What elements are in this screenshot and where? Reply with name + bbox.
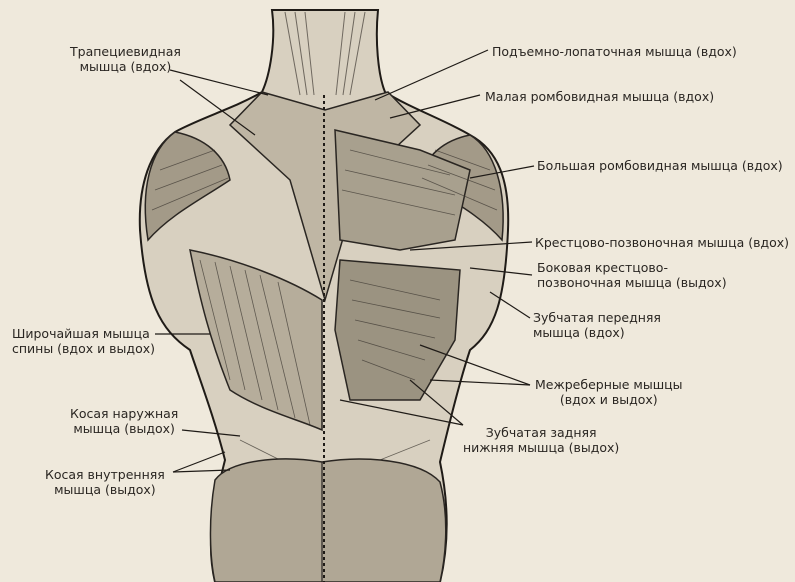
label-external-oblique: Косая наружная мышца (выдох) — [70, 406, 178, 436]
label-serratus-anterior: Зубчатая передняя мышца (вдох) — [533, 310, 661, 340]
label-lateral-erector: Боковая крестцово- позвоночная мышца (вы… — [537, 260, 727, 290]
label-internal-oblique-line1: Косая внутренняя — [45, 467, 165, 482]
label-trapezius-line1: Трапециевидная — [70, 44, 181, 59]
label-erector-spinae: Крестцово-позвоночная мышца (вдох) — [535, 235, 789, 250]
label-lateral-erector-line2: позвоночная мышца (выдох) — [537, 275, 727, 290]
label-latissimus-line2: спины (вдох и выдох) — [12, 341, 155, 356]
label-internal-oblique: Косая внутренняя мышца (выдох) — [45, 467, 165, 497]
label-serratus-anterior-line1: Зубчатая передняя — [533, 310, 661, 325]
label-rhomboid-minor: Малая ромбовидная мышца (вдох) — [485, 89, 714, 104]
gluteal-shape — [210, 459, 445, 582]
label-intercostal: Межреберные мышцы (вдох и выдох) — [535, 377, 683, 407]
label-latissimus: Широчайшая мышца спины (вдох и выдох) — [12, 326, 155, 356]
label-levator-scapulae: Подъемно-лопаточная мышца (вдох) — [492, 44, 737, 59]
label-external-oblique-line2: мышца (выдох) — [70, 421, 178, 436]
label-rhomboid-major: Большая ромбовидная мышца (вдох) — [537, 158, 783, 173]
label-intercostal-line1: Межреберные мышцы — [535, 377, 683, 392]
label-serratus-posterior-line1: Зубчатая задняя — [463, 425, 619, 440]
label-latissimus-line1: Широчайшая мышца — [12, 326, 155, 341]
label-trapezius-line2: мышца (вдох) — [70, 59, 181, 74]
label-intercostal-line2: (вдох и выдох) — [535, 392, 683, 407]
label-serratus-anterior-line2: мышца (вдох) — [533, 325, 661, 340]
label-serratus-posterior: Зубчатая задняя нижняя мышца (выдох) — [463, 425, 619, 455]
label-internal-oblique-line2: мышца (выдох) — [45, 482, 165, 497]
label-external-oblique-line1: Косая наружная — [70, 406, 178, 421]
label-trapezius: Трапециевидная мышца (вдох) — [70, 44, 181, 74]
label-lateral-erector-line1: Боковая крестцово- — [537, 260, 727, 275]
label-serratus-posterior-line2: нижняя мышца (выдох) — [463, 440, 619, 455]
